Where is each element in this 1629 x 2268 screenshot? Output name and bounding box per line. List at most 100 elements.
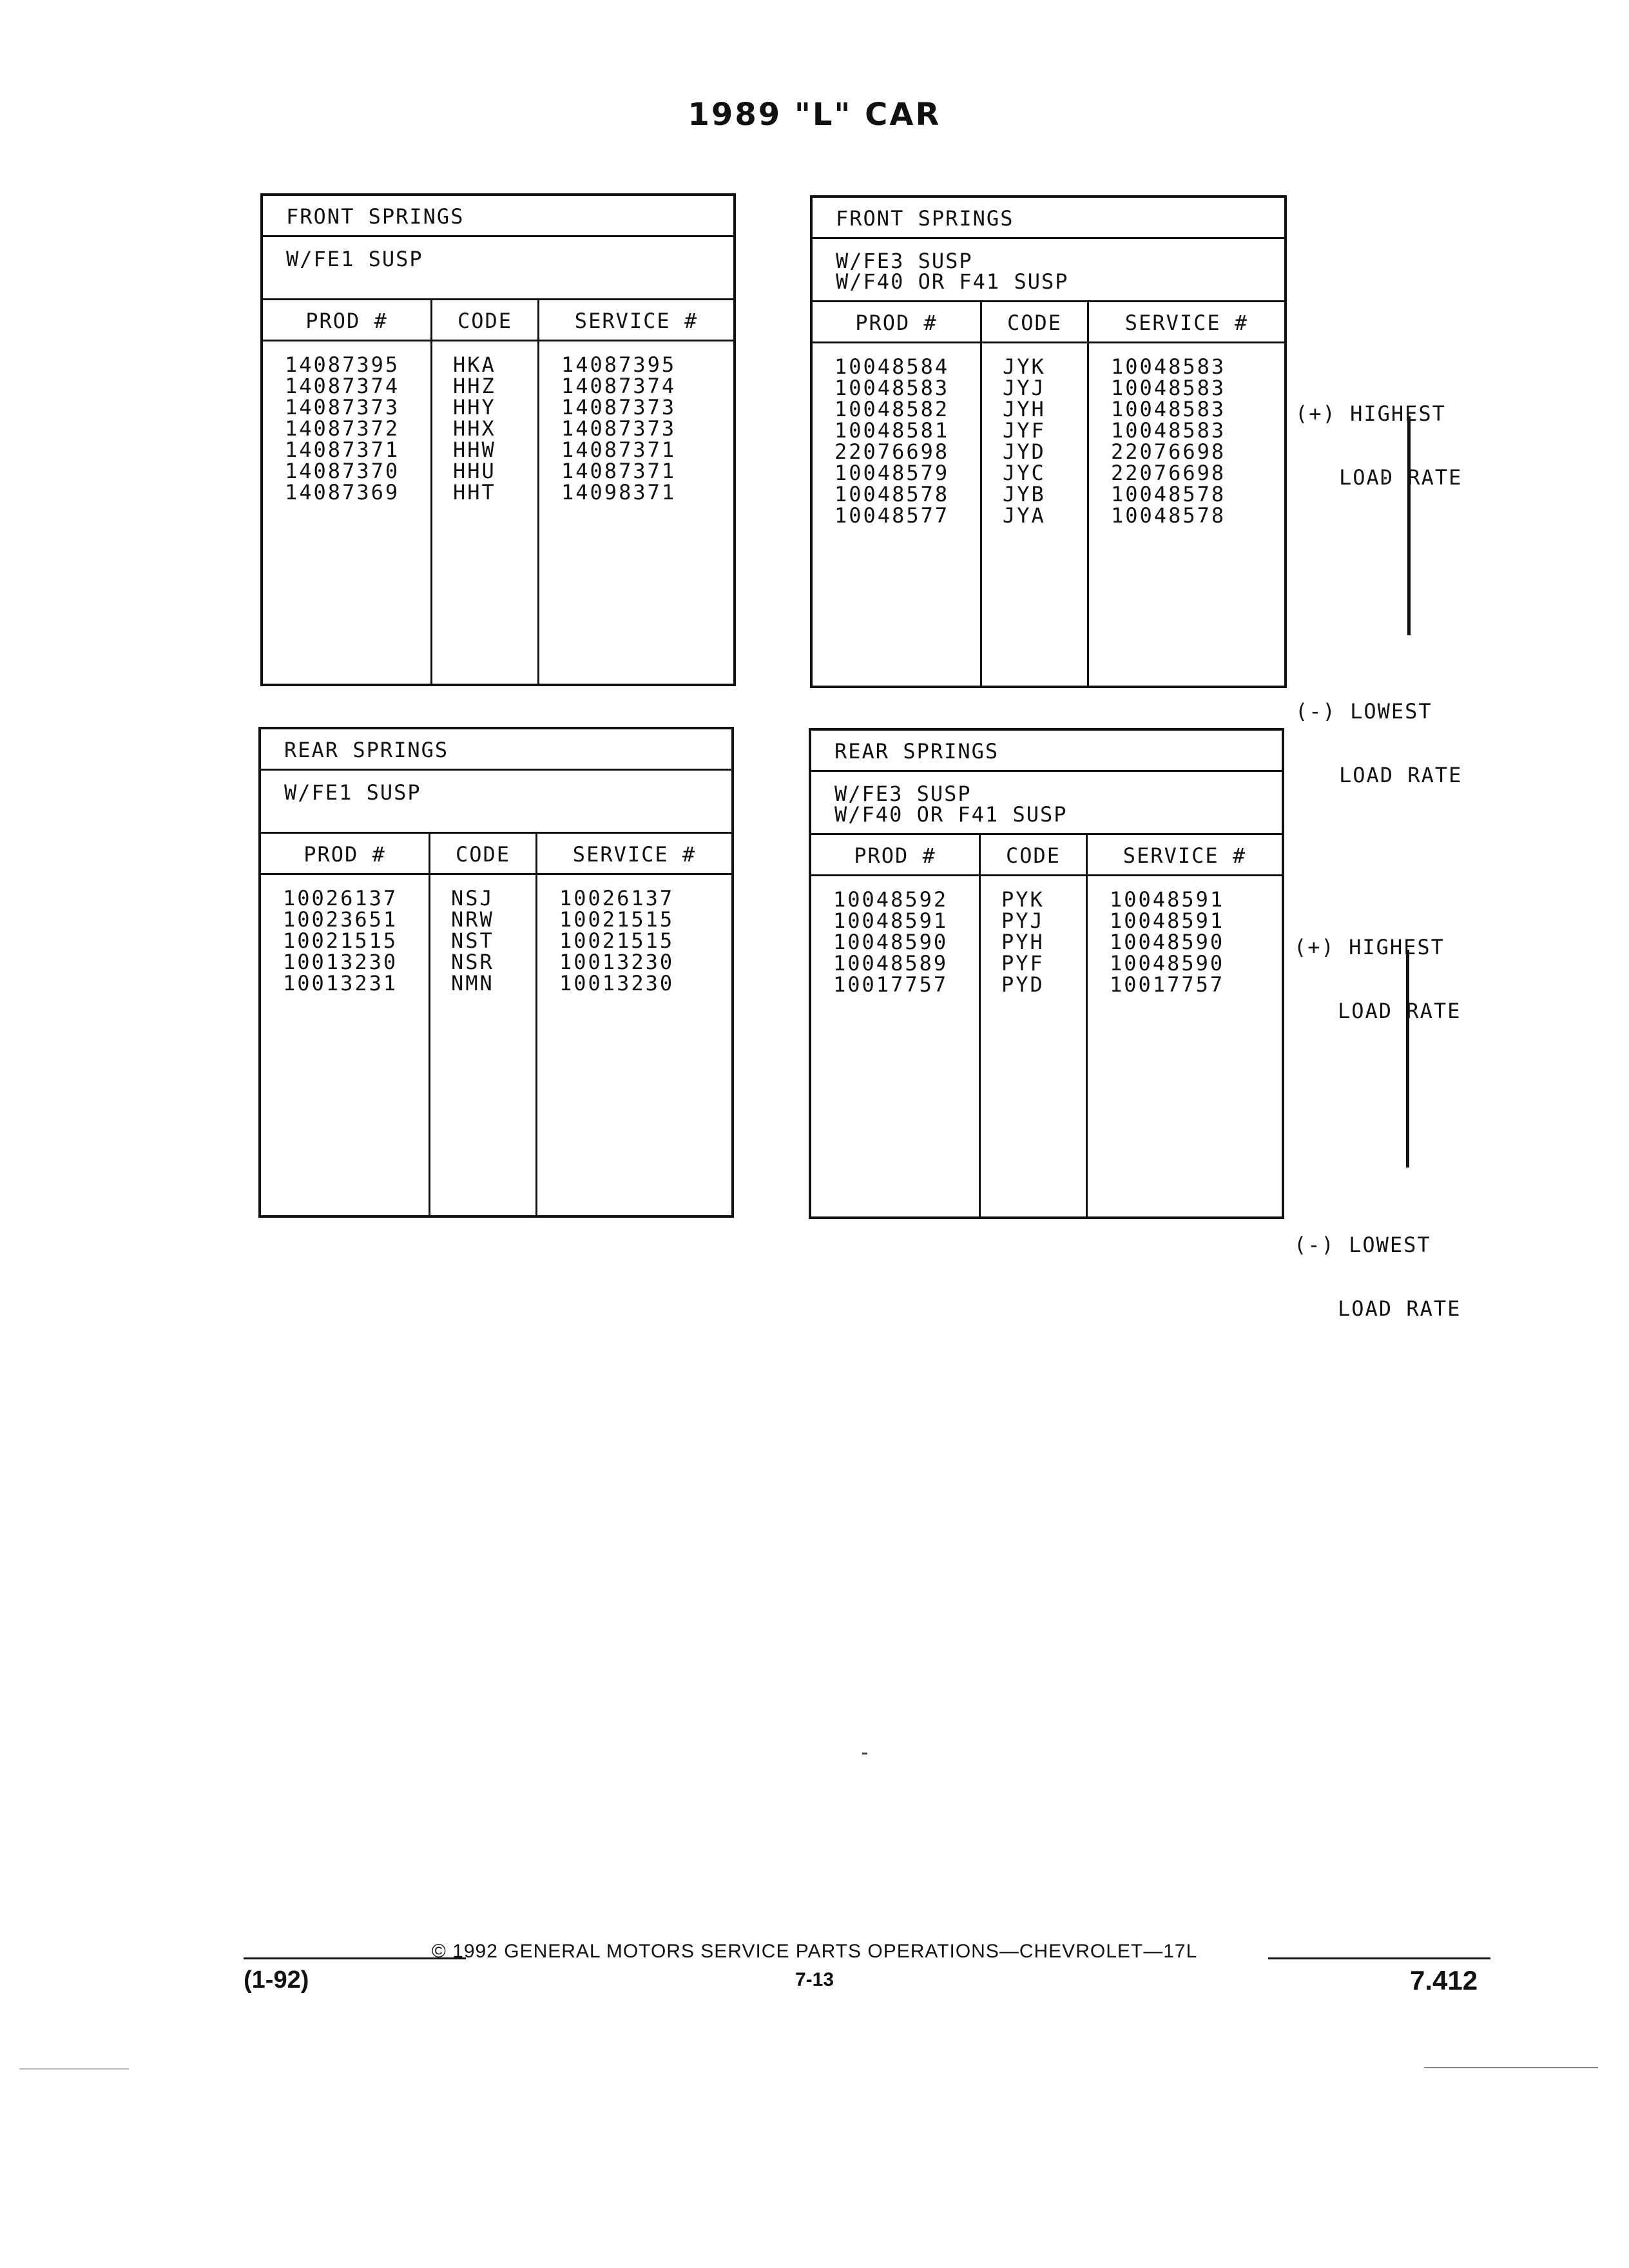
table-cell: HHX (453, 416, 496, 441)
table-cell: 10017757 (833, 972, 949, 997)
table-cell: 22076698 (1111, 439, 1226, 464)
table-cell: 14087369 (285, 480, 400, 505)
table-cell: 10013230 (559, 971, 675, 995)
section-number: 7.412 (1410, 1965, 1478, 1995)
highest-label: (+) HIGHEST (1294, 935, 1445, 959)
suspension-line-1: W/FE3 SUSP (834, 782, 972, 806)
table-cell: 10048578 (834, 482, 950, 506)
panel-subtitle: W/FE3 SUSP W/F40 OR F41 SUSP (811, 772, 1282, 835)
column-header: SERVICE # (1088, 835, 1282, 876)
table-cell: 10048579 (834, 461, 950, 485)
table-cell: 22076698 (1111, 461, 1226, 485)
table-cell: 14087371 (561, 437, 677, 462)
suspension-line-1: W/FE3 SUSP (836, 249, 973, 273)
table-cell: HHT (453, 480, 496, 505)
table-cell: HKA (453, 352, 496, 377)
suspension-line-1: W/FE1 SUSP (286, 247, 423, 271)
table-cell: 14098371 (561, 480, 677, 505)
suspension-line-2: W/F40 OR F41 SUSP (834, 802, 1068, 827)
lowest-label: (-) LOWEST (1294, 1233, 1431, 1257)
table-cell: 10048589 (833, 951, 949, 975)
panel-title: FRONT SPRINGS (813, 198, 1284, 239)
table-cell: JYF (1003, 418, 1046, 443)
table-cell: 10048583 (1111, 418, 1226, 443)
table-cell: HHZ (453, 374, 496, 398)
load-rate-label: LOAD RATE (1338, 1296, 1461, 1321)
table-cell: 10026137 (283, 886, 398, 910)
table-cell: 10048577 (834, 503, 950, 528)
panel-subtitle: W/FE1 SUSP (263, 237, 733, 300)
highest-label: (+) HIGHEST (1295, 401, 1446, 426)
table-cell: HHY (453, 395, 496, 419)
footer-rule-thick (244, 1964, 1490, 1965)
table-cell: PYF (1001, 951, 1045, 975)
table-cell: HHU (453, 459, 496, 483)
front-springs-fe3-panel: FRONT SPRINGS W/FE3 SUSP W/F40 OR F41 SU… (810, 195, 1287, 688)
table-cell: NST (451, 928, 494, 953)
panel-title: REAR SPRINGS (261, 729, 731, 771)
table-cell: 14087371 (285, 437, 400, 462)
table-cell: 14087395 (285, 352, 400, 377)
table-cell: 10048578 (1111, 503, 1226, 528)
page-number: 7-13 (795, 1969, 834, 1990)
table-cell: 10048581 (834, 418, 950, 443)
front-load-rate-line (1407, 416, 1411, 635)
date-code: (1-92) (244, 1966, 309, 1994)
table-cell: 14087373 (561, 395, 677, 419)
column-header: CODE (982, 302, 1087, 343)
column-header: CODE (981, 835, 1086, 876)
table-cell: PYD (1001, 972, 1045, 997)
column-header: CODE (432, 300, 537, 341)
table-cell: 14087371 (561, 459, 677, 483)
table-cell: 10048582 (834, 397, 950, 421)
table-cell: NSJ (451, 886, 494, 910)
table-cell: 10013230 (283, 950, 398, 974)
table-cell: 10048591 (1110, 887, 1225, 912)
front-lowest-load-label: (-) LOWEST LOAD RATE (1295, 658, 1462, 807)
table-cell: 14087374 (285, 374, 400, 398)
scan-mark (1424, 2067, 1598, 2068)
rear-springs-fe3-panel: REAR SPRINGS W/FE3 SUSP W/F40 OR F41 SUS… (809, 728, 1284, 1219)
table-cell: 10017757 (1110, 972, 1225, 997)
footer-rule-left (244, 1957, 466, 1959)
table-cell: 10048584 (834, 354, 950, 379)
column-header: PROD # (261, 834, 429, 875)
table-cell: 10013230 (559, 950, 675, 974)
table-cell: 14087373 (285, 395, 400, 419)
speck (1384, 477, 1387, 479)
table-cell: 10021515 (559, 928, 675, 953)
rear-lowest-load-label: (-) LOWEST LOAD RATE (1294, 1192, 1461, 1341)
panel-subtitle: W/FE1 SUSP (261, 771, 731, 834)
table-cell: JYH (1003, 397, 1046, 421)
table-cell: 10048590 (1110, 930, 1225, 954)
table-cell: 10048590 (833, 930, 949, 954)
table-cell: 10048583 (1111, 354, 1226, 379)
column-header: SERVICE # (1089, 302, 1284, 343)
table-cell: JYA (1003, 503, 1046, 528)
table-cell: JYC (1003, 461, 1046, 485)
column-header: PROD # (811, 835, 979, 876)
table-cell: HHW (453, 437, 496, 462)
load-rate-label: LOAD RATE (1339, 465, 1463, 490)
speck (862, 1753, 867, 1754)
column-header: SERVICE # (539, 300, 733, 341)
copyright-line: © 1992 GENERAL MOTORS SERVICE PARTS OPER… (431, 1941, 1198, 1962)
table-cell: JYJ (1003, 376, 1046, 400)
